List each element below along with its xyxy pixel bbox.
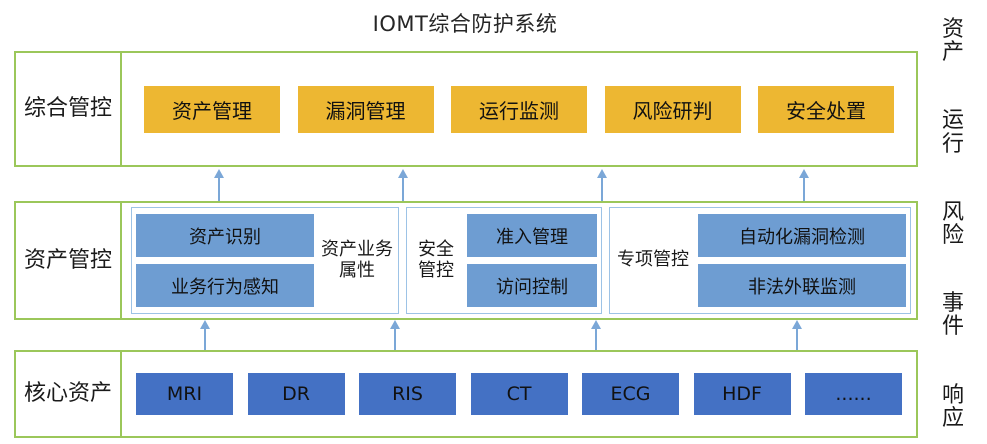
phase-label-risk: 风险 (941, 199, 964, 248)
connector-arrow-lower-1 (388, 320, 401, 350)
asset-chip-more[interactable]: ...... (805, 373, 902, 415)
layer-body-core-assets: MRI DR RIS CT ECG HDF ...... (122, 352, 916, 436)
connector-arrow-lower-0 (198, 320, 211, 350)
control-group-items-asset-business-attributes: 资产识别 业务行为感知 (136, 212, 314, 309)
control-group-special-control: 专项管控 自动化漏洞检测 非法外联监测 (609, 207, 911, 314)
arrow-head-icon (798, 169, 809, 178)
layer-label-core-assets: 核心资产 (16, 352, 122, 436)
phase-label-response: 响应 (941, 382, 964, 431)
phase-rail: 资产 运行 风险 事件 响应 (927, 18, 979, 430)
asset-chip-ct[interactable]: CT (470, 373, 568, 415)
arrow-head-icon (397, 169, 408, 178)
arrow-shaft (218, 175, 220, 201)
capability-chip-operation-monitoring[interactable]: 运行监测 (451, 85, 587, 133)
connector-arrow-upper-2 (595, 169, 608, 201)
capability-chip-risk-assessment[interactable]: 风险研判 (604, 85, 741, 133)
control-chip-illegal-external-connection-monitoring[interactable]: 非法外联监测 (698, 264, 906, 307)
connector-arrow-upper-0 (212, 169, 225, 201)
arrow-shaft (601, 175, 603, 201)
control-group-items-security-control: 准入管理 访问控制 (467, 212, 597, 309)
arrow-shaft (796, 326, 798, 350)
control-group-items-special-control: 自动化漏洞检测 非法外联监测 (698, 212, 906, 309)
arrow-head-icon (596, 169, 607, 178)
control-group-caption-asset-business-attributes: 资产业务属性 (321, 238, 393, 281)
arrow-head-icon (213, 169, 224, 178)
arrow-head-icon (199, 320, 210, 329)
arrow-shaft (402, 175, 404, 201)
asset-chip-ecg[interactable]: ECG (582, 373, 679, 415)
arrow-shaft (204, 326, 206, 350)
arrow-shaft (803, 175, 805, 201)
layer-comprehensive-control: 综合管控 资产管理 漏洞管理 运行监测 风险研判 安全处置 (14, 51, 918, 167)
control-chip-asset-identification[interactable]: 资产识别 (136, 214, 314, 257)
arrow-head-icon (791, 320, 802, 329)
layer-body-comprehensive-control: 资产管理 漏洞管理 运行监测 风险研判 安全处置 (122, 53, 916, 165)
connector-arrow-upper-3 (797, 169, 810, 201)
asset-chip-ris[interactable]: RIS (359, 373, 456, 415)
control-group-caption-special-control: 专项管控 (617, 249, 689, 271)
layer-label-comprehensive-control: 综合管控 (16, 53, 122, 165)
control-group-asset-business-attributes: 资产识别 业务行为感知 资产业务属性 (131, 207, 399, 314)
control-chip-access-control[interactable]: 访问控制 (467, 264, 597, 307)
arrow-shaft (394, 326, 396, 350)
control-group-caption-security-control: 安全管控 (418, 238, 454, 281)
arrow-head-icon (590, 320, 601, 329)
connector-arrow-lower-2 (589, 320, 602, 350)
asset-chip-mri[interactable]: MRI (136, 373, 233, 415)
phase-label-asset: 资产 (941, 17, 964, 66)
control-chip-automated-vulnerability-detection[interactable]: 自动化漏洞检测 (698, 214, 906, 257)
connector-arrow-upper-1 (396, 169, 409, 201)
phase-label-operation: 运行 (941, 108, 964, 157)
control-chip-business-behavior-awareness[interactable]: 业务行为感知 (136, 264, 314, 307)
arrow-shaft (595, 326, 597, 350)
asset-chip-dr[interactable]: DR (247, 373, 345, 415)
capability-chip-security-handling[interactable]: 安全处置 (758, 85, 894, 133)
layer-label-asset-control: 资产管控 (16, 203, 122, 318)
control-group-security-control: 安全管控 准入管理 访问控制 (406, 207, 602, 314)
layer-asset-control: 资产管控 资产识别 业务行为感知 资产业务属性 安全管控 准入管理 访问控制 专… (14, 201, 918, 320)
layer-core-assets: 核心资产 MRI DR RIS CT ECG HDF ...... (14, 350, 918, 438)
control-chip-admission-management[interactable]: 准入管理 (467, 214, 597, 257)
phase-label-event: 事件 (941, 291, 964, 340)
page-title: IOMT综合防护系统 (372, 12, 558, 36)
asset-chip-hdf[interactable]: HDF (693, 373, 791, 415)
capability-chip-vulnerability-management[interactable]: 漏洞管理 (297, 85, 434, 133)
arrow-head-icon (389, 320, 400, 329)
layer-body-asset-control: 资产识别 业务行为感知 资产业务属性 安全管控 准入管理 访问控制 专项管控 自… (122, 203, 916, 318)
connector-arrow-lower-3 (790, 320, 803, 350)
capability-chip-asset-management[interactable]: 资产管理 (144, 85, 280, 133)
